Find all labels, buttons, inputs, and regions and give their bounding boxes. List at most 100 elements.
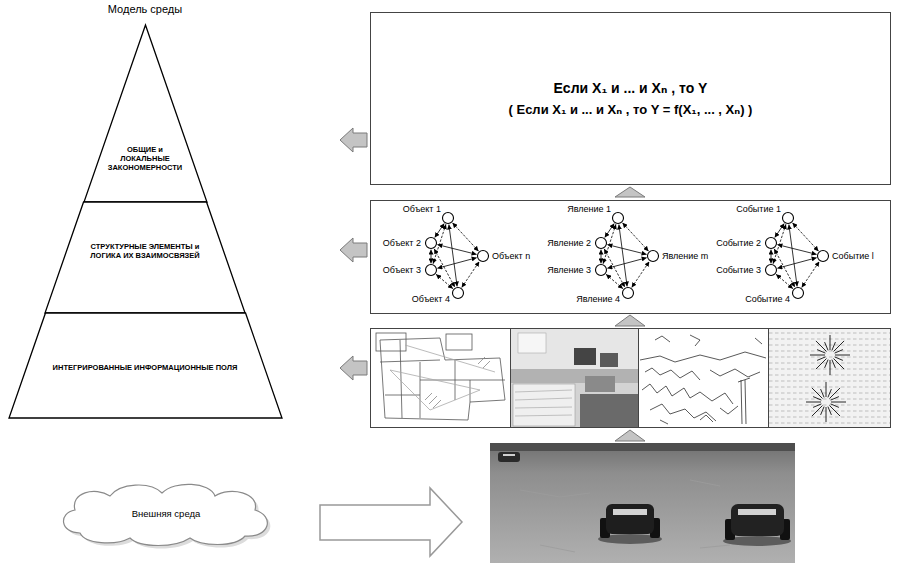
connector <box>604 249 625 287</box>
robot-stripe <box>503 454 515 456</box>
connector <box>622 223 648 251</box>
asphalt-cracks <box>520 480 730 552</box>
edge-debris <box>655 335 762 424</box>
graph-node-label: Явление 4 <box>576 294 620 304</box>
connector <box>434 249 455 287</box>
graph-node: Объект 3 <box>425 264 437 276</box>
graph-node: Явление m <box>647 250 659 262</box>
graph-node: Событие 1 <box>782 212 794 224</box>
band-outline <box>84 25 207 202</box>
connector <box>776 274 793 288</box>
graph-circle <box>426 238 437 249</box>
graph-node: Объект n <box>477 250 489 262</box>
connector <box>789 225 797 287</box>
photo-paper-lines <box>515 390 572 416</box>
connector <box>771 250 772 264</box>
graph-node: Объект 1 <box>442 212 454 224</box>
circle-shape <box>647 250 659 262</box>
graph-node-label: Объект n <box>492 251 530 261</box>
block-arrow <box>340 128 367 152</box>
graph-circle <box>426 265 437 276</box>
graph-node-label: Событие 1 <box>736 204 781 214</box>
graph-node: Событие 3 <box>765 264 777 276</box>
up-triangle <box>615 187 645 197</box>
connector <box>792 223 818 251</box>
robots-photo <box>490 443 795 563</box>
graph-node-label: Явление 3 <box>547 265 591 275</box>
image-strip <box>371 329 891 428</box>
cloud-label: Внешняя среда <box>132 508 201 519</box>
field-vortex <box>806 382 846 422</box>
graph-node: Явление 1 <box>612 212 624 224</box>
photo-asphalt <box>490 443 795 563</box>
connector <box>606 274 623 288</box>
graph-circle <box>453 288 464 299</box>
circle-shape <box>622 287 634 299</box>
map-room <box>446 334 472 350</box>
connector <box>601 250 602 264</box>
connector <box>605 223 615 237</box>
graph-node: Объект 2 <box>425 237 437 249</box>
graph-circle <box>478 251 489 262</box>
graph-circle <box>766 238 777 249</box>
connector <box>437 245 476 255</box>
graph-node: Событие 4 <box>792 287 804 299</box>
circle-shape <box>425 264 437 276</box>
map-room <box>376 333 406 351</box>
graph-circle <box>818 251 829 262</box>
connector <box>437 258 476 269</box>
band-label: ОБЩИЕ и ЛОКАЛЬНЫЕ ЗАКОНОМЕРНОСТИ <box>105 145 185 172</box>
edge-image <box>640 335 766 424</box>
graph-circle <box>648 251 659 262</box>
graph-node-label: Событие 2 <box>716 238 761 248</box>
connector <box>435 223 445 237</box>
graph-node-label: Явление m <box>662 251 708 261</box>
diagram-title: Модель среды <box>0 3 290 16</box>
photo-papers <box>513 384 575 426</box>
vector-field <box>769 329 891 427</box>
rule-box: Если X₁ и ... и Xₙ , то Y( Если X₁ и ...… <box>370 12 891 185</box>
graph-circle <box>623 288 634 299</box>
band-label: СТРУКТУРНЫЕ ЭЛЕМЕНТЫ и ЛОГИКА ИХ ВЗАИМОС… <box>79 242 211 260</box>
robot-stripe <box>738 509 776 515</box>
circle-shape <box>452 287 464 299</box>
photo-monitor <box>600 353 618 367</box>
graph-circle <box>793 288 804 299</box>
graph-circle <box>783 213 794 224</box>
connector <box>607 258 646 269</box>
band-shape <box>84 25 207 202</box>
photo-ground <box>511 329 639 427</box>
circle-shape <box>612 212 624 224</box>
pyramid-band: ОБЩИЕ и ЛОКАЛЬНЫЕ ЗАКОНОМЕРНОСТИ <box>84 25 207 202</box>
connector <box>632 261 650 287</box>
graph-frame <box>371 201 891 314</box>
graph-circle <box>443 213 454 224</box>
connector <box>436 274 453 288</box>
connector <box>449 225 457 287</box>
rule-text: ( Если X₁ и ... и Xₙ , то Y = f(X₁, ... … <box>509 99 753 121</box>
circle-shape <box>782 212 794 224</box>
robot-body <box>606 504 654 534</box>
circle-shape <box>425 237 437 249</box>
graph-node-label: Событие l <box>832 251 874 261</box>
photo-desk <box>511 369 639 383</box>
connector <box>462 261 480 287</box>
graph-node: Событие l <box>817 250 829 262</box>
rule-text: Если X₁ и ... и Xₙ , то Y <box>554 77 708 99</box>
graph-node: Объект 4 <box>452 287 464 299</box>
circle-shape <box>595 264 607 276</box>
panel-divider <box>768 329 769 428</box>
field-vortex <box>810 335 850 375</box>
graph-node: Событие 2 <box>765 237 777 249</box>
connector <box>802 261 820 287</box>
circle-shape <box>765 264 777 276</box>
graph-node-label: Объект 3 <box>383 265 421 275</box>
photo-wall <box>511 329 639 369</box>
graph-node-label: Явление 1 <box>567 204 611 214</box>
photo-box <box>585 376 615 392</box>
graph-circle <box>613 213 624 224</box>
map-scan <box>390 345 495 410</box>
graph-node-label: Объект 4 <box>412 294 450 304</box>
connector <box>431 250 432 264</box>
graph-node-label: Объект 2 <box>383 238 421 248</box>
